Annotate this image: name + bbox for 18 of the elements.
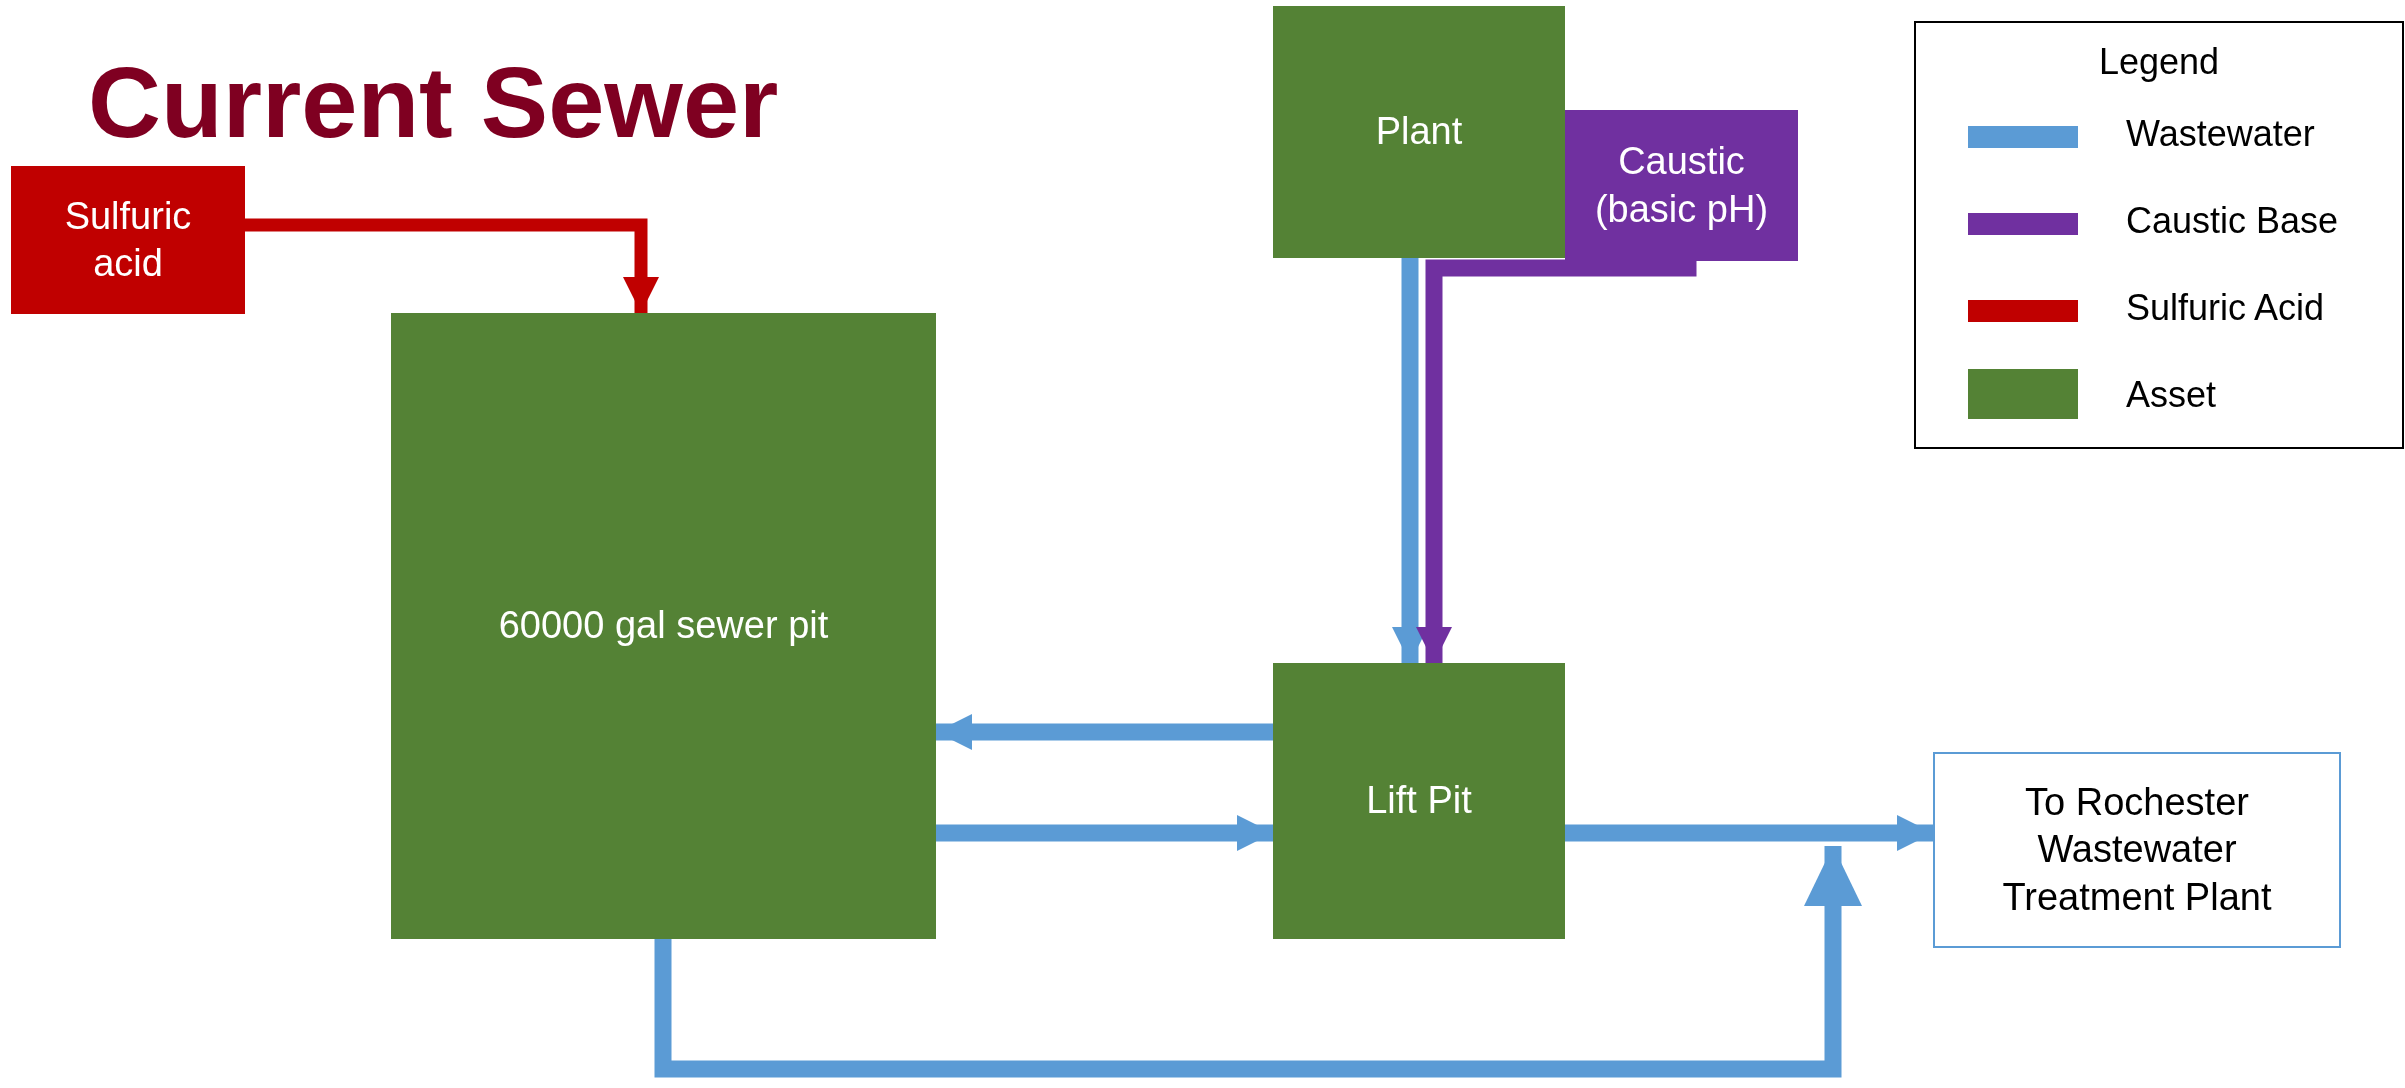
destination-box: To Rochester Wastewater Treatment Plant <box>1933 752 2341 948</box>
legend-label: Sulfuric Acid <box>2126 287 2325 329</box>
legend-title: Legend <box>2097 41 2221 83</box>
flow-arrow <box>654 846 1862 1078</box>
asset-box: Lift Pit <box>1273 663 1565 939</box>
acid-box: Sulfuric acid <box>11 166 245 314</box>
flow-arrow <box>1416 259 1697 663</box>
flow-arrow <box>1565 815 1933 851</box>
diagram-title: Current Sewer <box>88 45 779 160</box>
legend-label: Caustic Base <box>2126 200 2339 242</box>
legend-label: Wastewater <box>2126 113 2315 155</box>
asset-box: Plant <box>1273 6 1565 258</box>
flow-arrow <box>936 714 1273 750</box>
asset-box: 60000 gal sewer pit <box>391 313 936 939</box>
caustic-box: Caustic (basic pH) <box>1565 110 1798 261</box>
legend-label: Asset <box>2126 374 2217 416</box>
flow-arrow <box>245 218 659 313</box>
flow-arrow <box>936 815 1273 851</box>
